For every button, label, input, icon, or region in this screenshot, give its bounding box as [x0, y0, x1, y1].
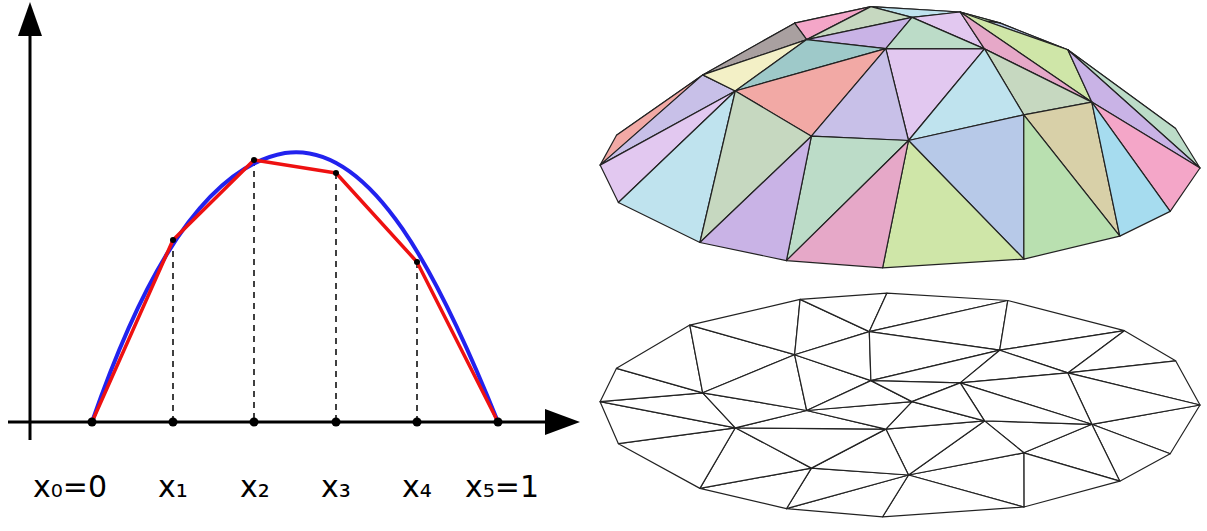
axis-tick-label: x₄ — [402, 472, 432, 502]
mesh-triangle — [703, 355, 807, 411]
y-axis — [29, 30, 32, 440]
mesh-triangle — [690, 299, 800, 354]
colored-dome-mesh — [600, 7, 1200, 268]
mesh-triangle — [735, 428, 886, 468]
axis-tick-label: x₃ — [321, 472, 351, 502]
node-dots — [88, 157, 503, 427]
flat-triangle-mesh — [600, 293, 1200, 517]
mesh-triangle — [795, 332, 871, 381]
mesh-triangle — [811, 49, 908, 141]
x-arrowhead — [545, 409, 580, 435]
mesh-triangle — [912, 383, 985, 421]
axis-tick-label: x₁ — [158, 472, 188, 502]
mesh-triangle — [886, 17, 985, 49]
function-curve — [92, 152, 498, 422]
mesh-triangle — [786, 141, 908, 268]
piecewise-linear — [92, 160, 498, 422]
axis-tick-label: x₀=0 — [33, 472, 107, 502]
y-arrowhead — [18, 2, 42, 36]
mesh-triangle — [700, 136, 812, 260]
axis-tick-label: x₂ — [240, 472, 270, 502]
axis-tick-label: x₅=1 — [465, 472, 539, 502]
mesh-triangle — [1024, 453, 1120, 507]
mesh-triangle — [617, 325, 703, 393]
mesh-triangle — [1024, 115, 1120, 259]
